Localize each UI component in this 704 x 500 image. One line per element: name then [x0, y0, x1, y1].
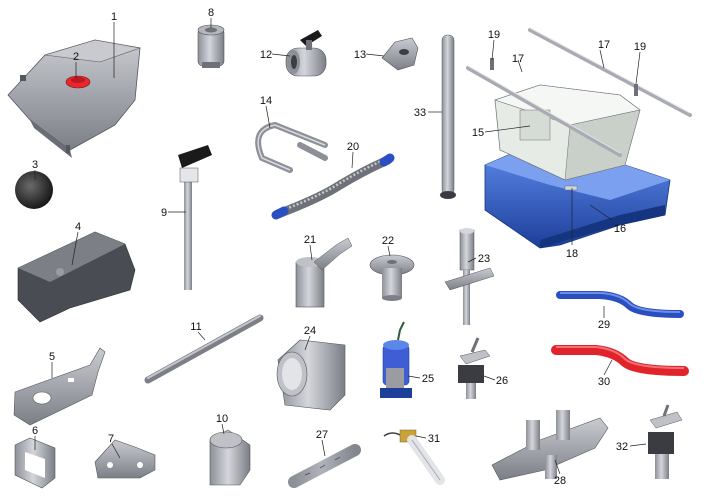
part-13-knob — [381, 37, 419, 71]
part-24-tee — [276, 339, 346, 411]
label-part-25: 25 — [422, 373, 434, 385]
label-part-24: 24 — [304, 325, 316, 337]
part-7-bracket — [94, 439, 156, 479]
label-part-17a: 17 — [598, 39, 610, 51]
label-part-21: 21 — [304, 234, 316, 246]
part-28-manifold — [491, 410, 609, 481]
part-26-tap — [458, 337, 491, 399]
part-4-cover — [17, 231, 136, 323]
label-part-19b: 19 — [634, 41, 646, 53]
label-part-11: 11 — [190, 321, 201, 333]
part-17-rails — [466, 27, 692, 157]
label-part-28: 28 — [554, 475, 566, 487]
part-29-blue-hose — [556, 291, 684, 318]
part-10-elbow — [209, 429, 251, 486]
part-32-tap — [648, 404, 683, 479]
label-part-12: 12 — [260, 49, 272, 61]
part-1-housing — [7, 39, 142, 158]
part-18-bolt — [564, 185, 578, 191]
label-part-27: 27 — [316, 429, 328, 441]
label-part-26: 26 — [496, 375, 508, 387]
part-labels: 1 2 3 4 5 6 7 8 9 10 11 12 13 14 15 16 1… — [32, 7, 646, 487]
label-part-31: 31 — [428, 433, 440, 445]
label-part-14: 14 — [260, 95, 272, 107]
part-23-valve-stem — [444, 228, 495, 325]
label-part-29: 29 — [598, 319, 610, 331]
part-30-red-hose — [551, 345, 689, 376]
part-21-elbow-fitting — [295, 237, 353, 308]
part-9-t-handle-rod — [178, 145, 212, 290]
label-part-33: 33 — [414, 107, 426, 119]
label-part-16: 16 — [614, 223, 626, 235]
label-part-19a: 19 — [488, 29, 500, 41]
label-part-23: 23 — [478, 253, 490, 265]
part-27-barb-connector — [288, 444, 361, 488]
label-part-8: 8 — [208, 7, 214, 19]
label-part-15: 15 — [472, 127, 484, 139]
label-part-17b: 17 — [512, 53, 524, 65]
label-part-4: 4 — [75, 221, 81, 233]
part-8-fitting — [197, 24, 225, 68]
label-part-3: 3 — [32, 159, 38, 171]
label-part-18: 18 — [566, 248, 578, 260]
part-14-u-bolt — [255, 121, 328, 173]
part-19-clips — [490, 58, 638, 96]
part-12-ball-valve — [285, 30, 327, 77]
label-part-30: 30 — [598, 376, 610, 388]
label-part-9: 9 — [161, 207, 167, 219]
label-part-7: 7 — [108, 433, 114, 445]
label-part-10: 10 — [216, 413, 228, 425]
part-22-cap — [369, 254, 415, 301]
leader-lines — [34, 18, 647, 475]
part-20-flex-hose — [271, 153, 395, 220]
part-11-rod — [144, 314, 264, 384]
label-part-22: 22 — [382, 235, 394, 247]
label-part-13: 13 — [354, 49, 366, 61]
label-part-20: 20 — [347, 141, 359, 153]
label-part-32: 32 — [616, 441, 628, 453]
part-5-bracket-plate — [13, 347, 106, 426]
part-33-tall-rod — [440, 34, 456, 199]
label-part-2: 2 — [73, 51, 79, 63]
part-3-knob — [15, 171, 53, 209]
part-6-u-bracket — [14, 437, 56, 489]
label-part-5: 5 — [49, 351, 55, 363]
part-25-pump — [380, 321, 412, 398]
label-part-1: 1 — [111, 11, 117, 23]
label-part-6: 6 — [32, 425, 38, 437]
